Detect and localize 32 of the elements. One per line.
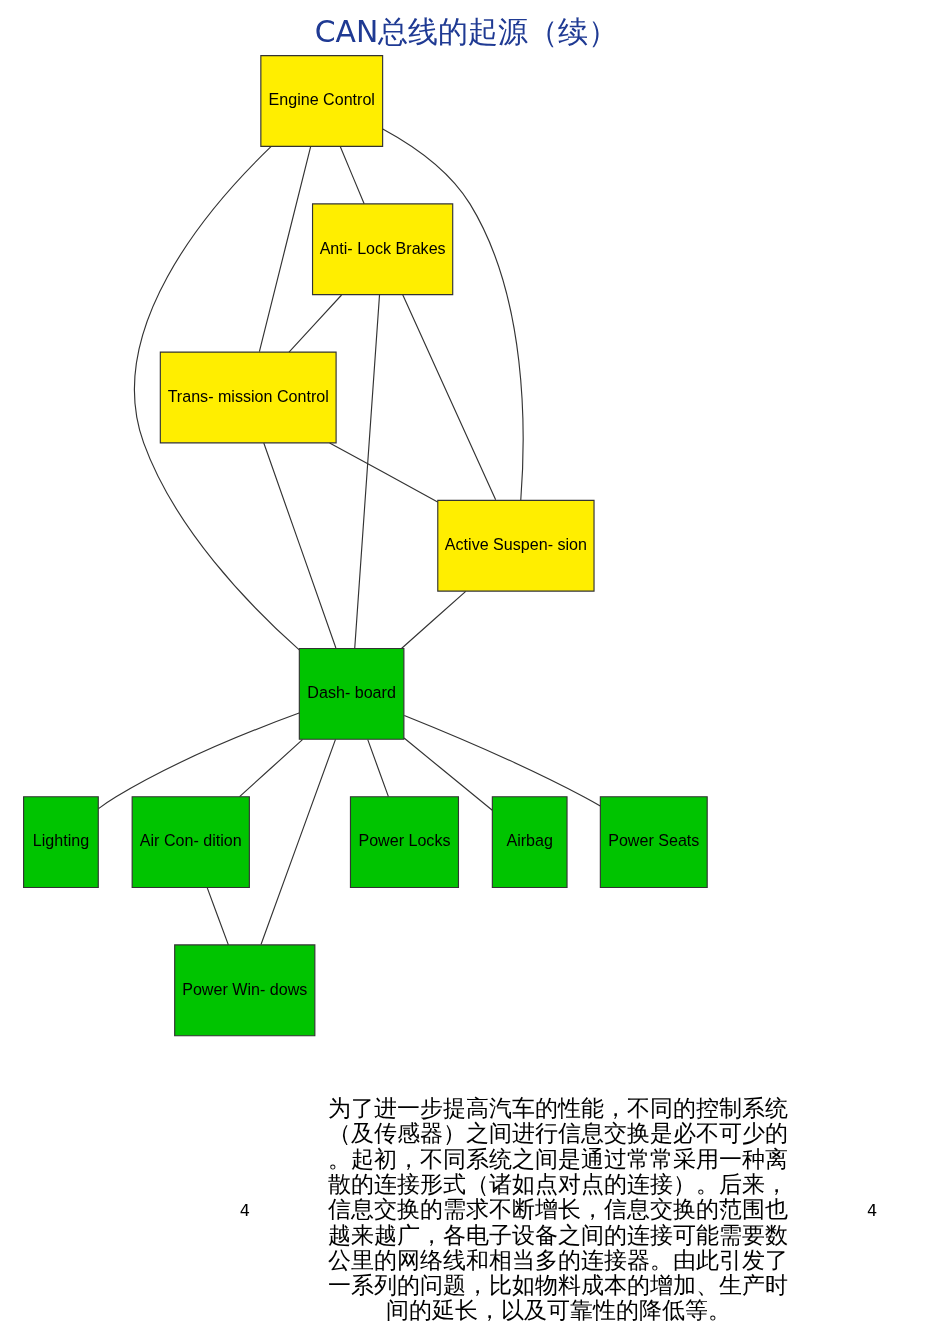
connector [403, 714, 601, 807]
node-box: Power Win- dows [173, 944, 315, 1037]
label: 4 [866, 1200, 877, 1220]
node-box: Anti- Lock Brakes [311, 203, 453, 296]
connector [401, 294, 496, 501]
connector [133, 146, 300, 651]
diagram-title: CAN总线的起源（续） [314, 13, 618, 49]
node-box: Active Suspen- sion [436, 499, 595, 592]
connector [400, 590, 466, 650]
label: 为了进一步提高汽车的性能，不同的控制系统（及传感器）之间进行信息交换是必不可少的。起初，不同系统之间是通过常常采用一种离散的连接形式（诸如点对点的连接）。后来，信息交换的需求不断增长，信息交换的范围也越来越广，各电子设备之间的连接可能需要数公里的网络线和相当多的连接器。由此引发了一系列的问题，比如物料成本的增加、生产时间的延长，以及可靠性的降低等。 [327, 1095, 788, 1324]
connector [353, 294, 380, 649]
node-box: Power Seats [599, 796, 708, 889]
node-box: Engine Control [259, 55, 383, 148]
connector [206, 887, 229, 946]
connector [366, 739, 389, 798]
node-box: Air Con- dition [131, 796, 250, 889]
node-box: Dash- board [298, 647, 404, 740]
node-box: Lighting [22, 796, 99, 889]
label: 4 [239, 1200, 250, 1220]
connector [97, 712, 300, 810]
connector [403, 737, 493, 811]
node-box: Power Locks [349, 796, 459, 889]
connector [381, 128, 524, 501]
connector [328, 442, 438, 503]
connector [259, 738, 336, 946]
connector [238, 739, 303, 798]
node-box: Trans- mission Control [159, 351, 337, 444]
connector [287, 294, 342, 353]
connector [262, 442, 336, 649]
connector [339, 146, 365, 205]
connector [258, 146, 311, 353]
node-box: Airbag [491, 796, 568, 889]
